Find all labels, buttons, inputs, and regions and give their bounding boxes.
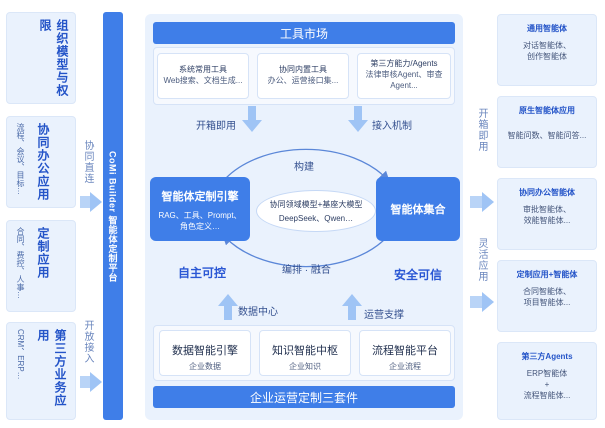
collab-agent-sub2: 效能智能体... — [523, 216, 571, 225]
tool-market-title: 工具市场 — [279, 26, 328, 41]
right-box-third-agents: 第三方Agents ERP智能体 + 流程智能体... — [497, 342, 597, 420]
left-box-custom-apps: 合同、费控、人事… 定制应用 — [6, 220, 76, 312]
custom-apps-sub: 合同、费控、人事… — [16, 227, 25, 299]
tool-card-builtin-sub: 办公、运营接口集... — [267, 76, 339, 85]
label-data-center: 数据中心 — [238, 307, 278, 318]
label-open-use: 开箱即用 — [196, 121, 236, 132]
tool-card-system: 系统常用工具 Web搜索、文档生成... — [157, 53, 249, 99]
arrow-right-open-icon — [482, 192, 494, 212]
bottom-card-process-title: 流程智能平台 — [372, 345, 438, 357]
bottom-card-knowledge-title: 知识智能中枢 — [272, 345, 338, 357]
tool-card-system-title: 系统常用工具 — [179, 65, 227, 74]
label-access-mechanism: 接入机制 — [372, 121, 412, 132]
tool-card-system-sub: Web搜索、文档生成... — [163, 76, 243, 85]
tool-card-builtin: 协同内置工具 办公、运营接口集... — [257, 53, 349, 99]
third-party-sub: CRM、ERP… — [16, 329, 25, 380]
bottom-card-process-sub: 企业流程 — [389, 362, 421, 371]
bottom-bar-title: 企业运营定制三套件 — [249, 390, 358, 405]
right-box-native-app: 原生智能体应用 智能问数、智能问答... — [497, 96, 597, 168]
custom-agent-sub1: 合同智能体、 — [523, 287, 571, 296]
models-sub: DeepSeek、Qwen… — [278, 214, 354, 223]
label-ops-support: 运营支撑 — [364, 310, 404, 321]
tool-card-builtin-title: 协同内置工具 — [279, 65, 327, 74]
label-orchestrate: 编排 · 融合 — [282, 265, 331, 276]
collab-agent-sub1: 审批智能体、 — [523, 205, 571, 214]
native-app-sub1: 智能问数、智能问答... — [507, 131, 587, 140]
arrow-down-left-icon — [242, 106, 262, 132]
models-ellipse: 协同领域模型+基座大模型 DeepSeek、Qwen… — [256, 190, 376, 232]
platform-bar: CoMi Builder 智能体定制平台 — [103, 12, 123, 420]
agent-set-title: 智能体集合 — [390, 204, 446, 216]
tool-market-header: 工具市场 — [153, 22, 455, 44]
models-title: 协同领域模型+基座大模型 — [269, 200, 363, 209]
right-box-custom-agent: 定制应用+智能体 合同智能体、 项目智能体... — [497, 260, 597, 332]
custom-agent-sub2: 项目智能体... — [523, 298, 571, 307]
left-box-third-party: CRM、ERP… 第三方业务应用 — [6, 322, 76, 420]
left-box-collab-apps: 流程、会议、目标… 协同办公应用 — [6, 116, 76, 208]
arrow-right-flexible-icon — [482, 292, 494, 312]
arrow-stem-open — [80, 376, 90, 388]
label-autonomy: 自主可控 — [178, 266, 227, 280]
governance-title: 组织模型与权限 — [38, 19, 69, 97]
tool-card-third-sub: 法律审核Agent、审查Agent... — [365, 70, 443, 90]
label-direct-connect: 协同直连 — [82, 140, 93, 184]
general-agent-title: 通用智能体 — [527, 24, 567, 33]
third-agents-sub2: + — [544, 380, 550, 389]
right-box-general-agent: 通用智能体 对话智能体、 创作智能体 — [497, 14, 597, 86]
bottom-card-data: 数据智能引擎 企业数据 — [159, 330, 251, 376]
third-agents-sub1: ERP智能体 — [526, 369, 568, 378]
third-party-title: 第三方业务应用 — [36, 329, 67, 407]
engine-box: 智能体定制引擎 RAG、工具、Prompt、角色定义… — [150, 177, 250, 241]
arrow-stem-right-flexible — [470, 296, 482, 308]
arrow-stem-right-open — [470, 196, 482, 208]
label-right-flexible: 灵活应用 — [476, 238, 487, 282]
arrow-stem-direct — [80, 196, 90, 208]
arrow-up-left-icon — [218, 294, 238, 320]
engine-items: RAG、工具、Prompt、角色定义… — [158, 211, 242, 231]
platform-bar-title: CoMi Builder 智能体定制平台 — [107, 150, 118, 282]
arrow-up-right-icon — [342, 294, 362, 320]
arrow-direct-icon — [90, 192, 102, 212]
general-agent-sub1: 对话智能体、 — [523, 41, 571, 50]
bottom-card-process: 流程智能平台 企业流程 — [359, 330, 451, 376]
label-build: 构建 — [294, 162, 314, 173]
third-agents-sub3: 流程智能体... — [523, 391, 571, 400]
label-right-open-use: 开箱即用 — [476, 108, 487, 152]
engine-title: 智能体定制引擎 — [161, 191, 239, 203]
bottom-card-knowledge: 知识智能中枢 企业知识 — [259, 330, 351, 376]
third-agents-title: 第三方Agents — [521, 352, 573, 361]
custom-apps-title: 定制应用 — [36, 227, 50, 279]
bottom-card-knowledge-sub: 企业知识 — [289, 362, 321, 371]
native-app-title: 原生智能体应用 — [519, 106, 575, 115]
bottom-card-data-title: 数据智能引擎 — [172, 345, 238, 357]
bottom-bar: 企业运营定制三套件 — [153, 386, 455, 408]
left-box-governance: 组织模型与权限 — [6, 12, 76, 104]
agent-set-box: 智能体集合 — [376, 177, 460, 241]
label-security: 安全可信 — [394, 268, 443, 282]
custom-agent-title: 定制应用+智能体 — [516, 270, 578, 279]
general-agent-sub2: 创作智能体 — [527, 52, 567, 61]
arrow-down-right-icon — [348, 106, 368, 132]
arrow-open-icon — [90, 372, 102, 392]
tool-card-third: 第三方能力/Agents 法律审核Agent、审查Agent... — [357, 53, 451, 99]
orbit-ring — [222, 148, 390, 268]
collab-apps-title: 协同办公应用 — [36, 123, 50, 201]
bottom-card-data-sub: 企业数据 — [189, 362, 221, 371]
label-open-access: 开放接入 — [82, 320, 93, 364]
collab-apps-sub: 流程、会议、目标… — [16, 123, 25, 195]
tool-card-third-title: 第三方能力/Agents — [370, 59, 438, 68]
right-box-collab-agent: 协同办公智能体 审批智能体、 效能智能体... — [497, 178, 597, 250]
collab-agent-title: 协同办公智能体 — [519, 188, 575, 197]
